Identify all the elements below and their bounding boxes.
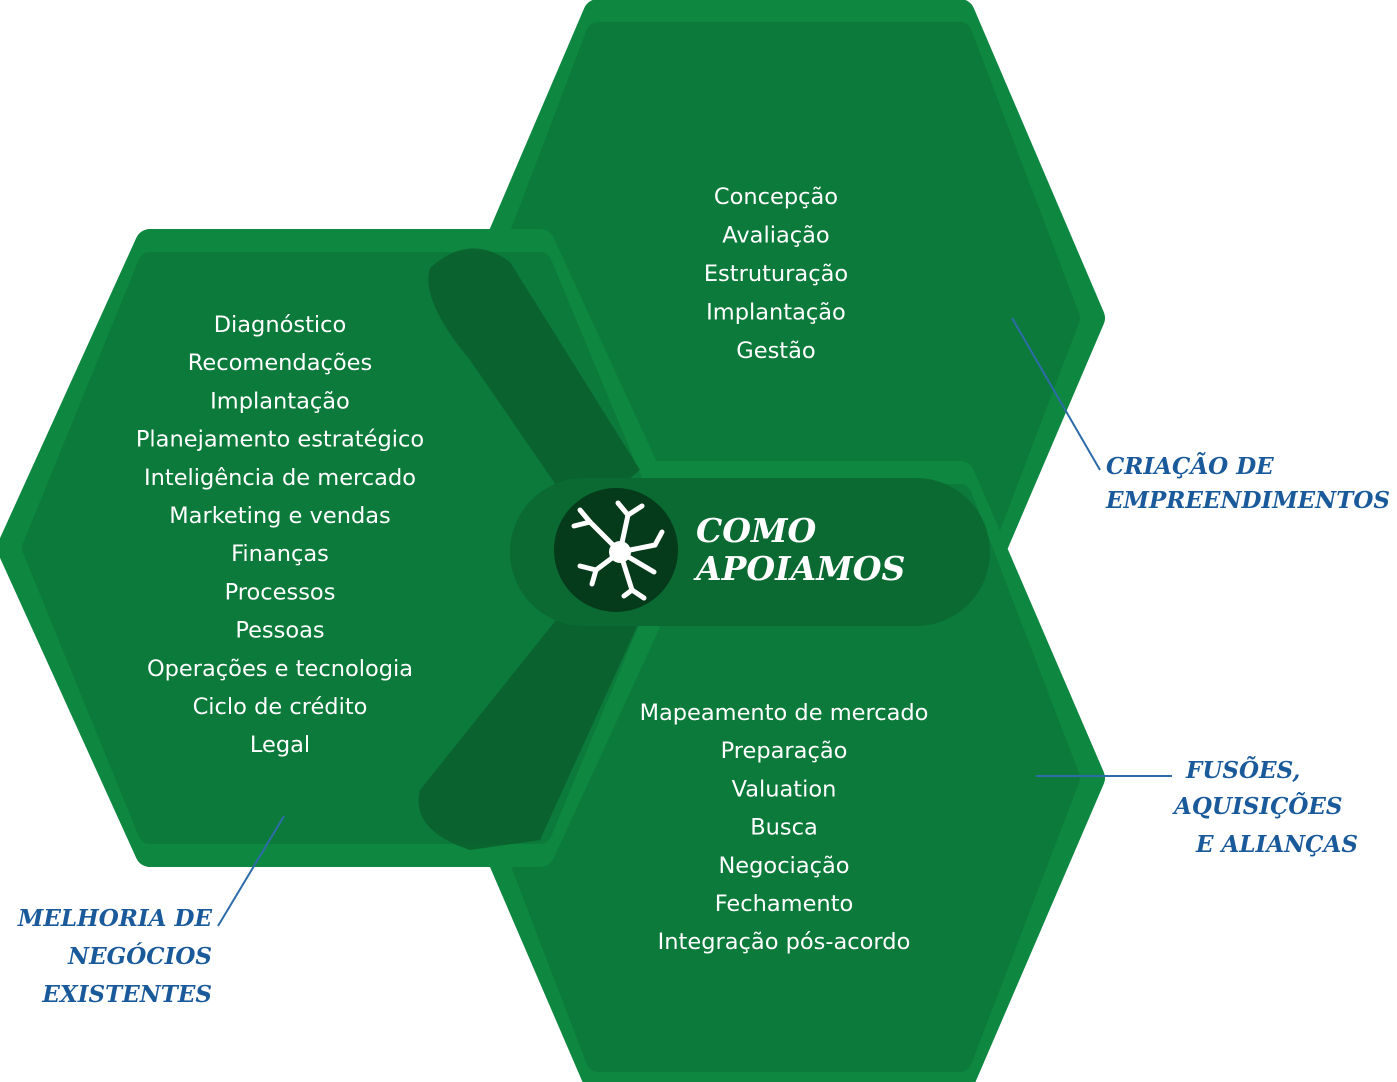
center-title-line2: APOIAMOS [693, 549, 905, 588]
label-criacao-line1: CRIAÇÃO DE [1106, 453, 1274, 480]
melhoria-item: Marketing e vendas [169, 503, 391, 529]
fusoes-item: Negociação [718, 853, 849, 879]
label-melhoria-line1: MELHORIA DE [17, 905, 213, 932]
melhoria-item: Implantação [210, 388, 350, 414]
leader-line-melhoria [217, 815, 285, 927]
label-fusoes-line3: E ALIANÇAS [1195, 831, 1358, 858]
melhoria-item: Ciclo de crédito [193, 694, 368, 720]
fusoes-item: Integração pós-acordo [658, 929, 911, 955]
melhoria-item: Operações e tecnologia [147, 656, 413, 682]
overlap-top [428, 248, 640, 520]
melhoria-item: Recomendações [188, 350, 372, 376]
melhoria-item: Processos [225, 579, 336, 605]
criacao-item: Estruturação [704, 261, 848, 287]
melhoria-item: Planejamento estratégico [136, 427, 424, 453]
fusoes-item: Preparação [721, 738, 848, 764]
leader-line-criacao [1011, 317, 1101, 471]
center-title-line1: COMO [696, 511, 817, 550]
criacao-item: Avaliação [722, 223, 829, 249]
melhoria-item: Pessoas [235, 618, 324, 644]
center-badge: COMO APOIAMOS [510, 478, 990, 626]
fusoes-item: Busca [750, 815, 818, 841]
label-melhoria-line2: NEGÓCIOS [67, 943, 212, 970]
melhoria-item: Finanças [231, 541, 329, 567]
criacao-item: Concepção [714, 184, 838, 210]
melhoria-item: Diagnóstico [214, 312, 347, 338]
label-fusoes-line2: AQUISIÇÕES [1172, 793, 1343, 820]
fusoes-item: Valuation [732, 776, 837, 802]
label-criacao-line2: EMPREENDIMENTOS [1105, 487, 1390, 514]
label-melhoria-line3: EXISTENTES [41, 981, 212, 1008]
neuron-icon [571, 500, 665, 601]
melhoria-item: Legal [250, 732, 310, 758]
label-fusoes-line1: FUSÕES, [1185, 757, 1300, 784]
melhoria-item: Inteligência de mercado [144, 465, 416, 491]
fusoes-item: Mapeamento de mercado [640, 700, 929, 726]
criacao-item: Gestão [736, 338, 815, 364]
fusoes-item: Fechamento [715, 891, 854, 917]
criacao-item: Implantação [706, 300, 846, 326]
overlap-bottom [418, 590, 640, 850]
